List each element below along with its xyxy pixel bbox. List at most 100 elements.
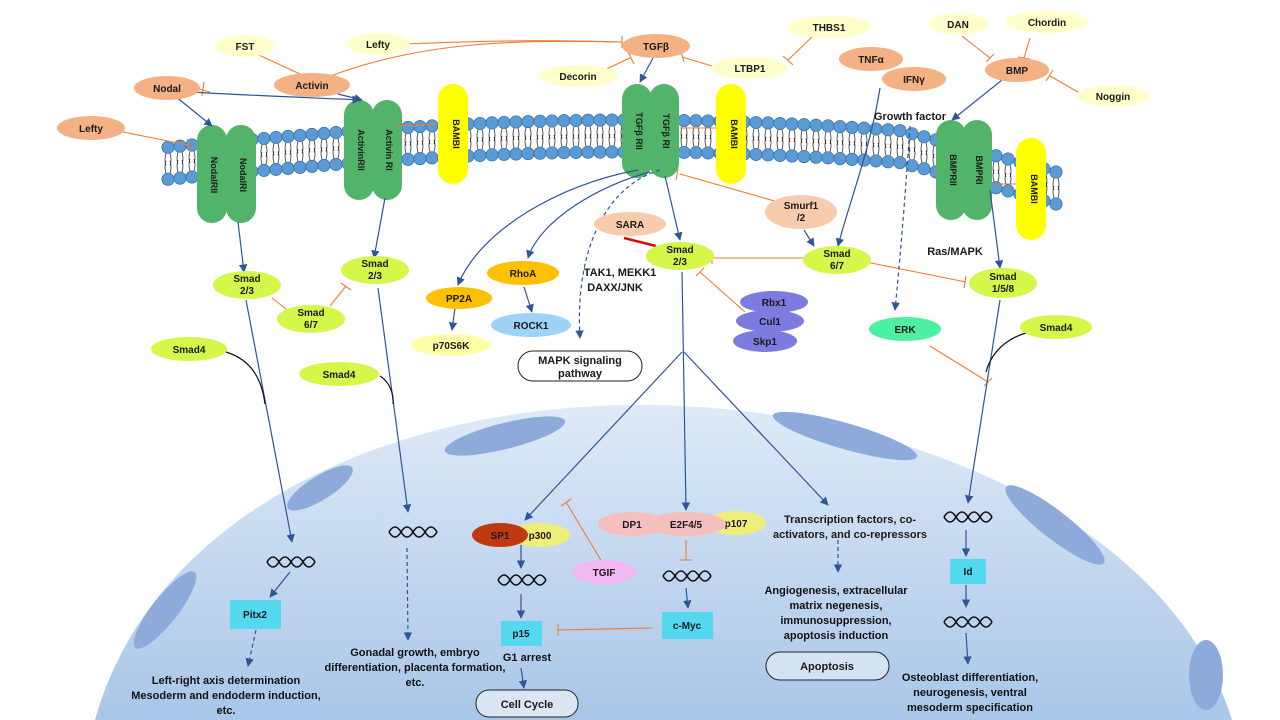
ligand-nodal: Nodal: [134, 76, 200, 100]
lipid-head: [809, 150, 823, 164]
ligand-dan: DAN: [928, 13, 988, 35]
lipid-head: [521, 147, 535, 161]
lipid-tail: [260, 144, 268, 165]
lipid-head: [833, 120, 847, 134]
lipid-head: [185, 170, 199, 184]
lipid-head: [1001, 152, 1015, 166]
ligand-label: Noggin: [1096, 92, 1130, 103]
ligand-label: DAN: [947, 20, 969, 31]
erk-node: ERK: [869, 317, 941, 341]
cmyc-box: c-Myc: [662, 612, 713, 639]
ligand-label: BMP: [1006, 66, 1029, 77]
lipid-tail: [428, 131, 436, 153]
outcome-line: neurogenesis, ventral: [913, 687, 1027, 699]
ligand-activin: Activin: [274, 73, 350, 97]
lipid-head: [869, 154, 883, 168]
dna-helix: [943, 616, 993, 628]
lipid-tail: [752, 128, 760, 149]
lipid-tail: [476, 129, 484, 150]
lipid-tail: [296, 141, 304, 162]
bambi-1: BAMBI: [438, 84, 468, 184]
lipid-head: [269, 162, 283, 176]
lipid-head: [329, 125, 343, 139]
receptor-activin: ActivinRII Activin RI: [344, 100, 402, 200]
dp1-node: DP1: [598, 512, 666, 536]
lipid-head: [293, 160, 307, 174]
node-label: E2F4/5: [670, 520, 703, 531]
e2f45-node: E2F4/5: [646, 512, 726, 536]
node-label: Smad: [361, 259, 388, 270]
lipid-head: [569, 145, 583, 159]
dna-helix: [943, 511, 993, 523]
node-label: DP1: [622, 520, 642, 531]
lipid-tail: [308, 140, 316, 161]
lipid-head: [821, 151, 835, 165]
node-label: pathway: [558, 368, 603, 380]
lipid-head: [881, 155, 895, 169]
ligand-lefty-top: Lefty: [346, 33, 410, 55]
lipid-tail: [872, 134, 880, 156]
ligand-label: FST: [236, 42, 255, 53]
lipid-head: [761, 148, 775, 162]
lipid-tail: [992, 161, 1000, 182]
lipid-tail: [848, 133, 856, 154]
dna-helix: [497, 574, 547, 586]
lipid-head: [845, 120, 859, 134]
lipid-head: [497, 147, 511, 161]
lipid-head: [701, 114, 715, 128]
smad23-tgfb: Smad 2/3: [646, 242, 714, 270]
ligand-label: Decorin: [559, 72, 596, 83]
ligand-bmp: BMP: [985, 58, 1049, 82]
lipid-head: [317, 126, 331, 140]
smad158: Smad 1/5/8: [969, 268, 1037, 298]
lipid-tail: [404, 133, 412, 154]
lipid-tail: [884, 135, 892, 156]
nuclear-pores: [133, 411, 1223, 710]
receptor-nodal: NodalRII NodalRI: [197, 125, 256, 223]
node-label: Apoptosis: [800, 661, 854, 673]
receptor-label: ActivinRII: [356, 129, 366, 171]
lipid-head: [773, 148, 787, 162]
receptor-bmp: BMPRII BMPRI: [936, 120, 992, 220]
ligand-label: TNFα: [858, 55, 884, 66]
node-label: p15: [512, 629, 530, 640]
lipid-tail: [332, 138, 340, 159]
ligand-label: Activin: [295, 81, 328, 92]
ubiquitin-complex: Rbx1 Cul1 Skp1: [733, 291, 808, 352]
lipid-tail: [836, 132, 844, 153]
rock1-node: ROCK1: [491, 313, 571, 337]
receptor-tgfb: TGFβ RII TGFβ RI: [622, 84, 679, 178]
ligand-lefty-left: Lefty: [57, 116, 125, 140]
lipid-tail: [188, 150, 196, 172]
ligand-label: THBS1: [813, 23, 846, 34]
smad4-b: Smad4: [299, 362, 379, 386]
node-label: Smad4: [323, 370, 356, 381]
node-label: Id: [964, 567, 973, 578]
lipid-head: [281, 161, 295, 175]
lipid-head: [857, 121, 871, 135]
lipid-head: [173, 171, 187, 185]
lipid-head: [401, 120, 415, 134]
sp1-node: SP1: [472, 523, 528, 547]
smad67-left: Smad 6/7: [277, 305, 345, 333]
cell-membrane: [161, 113, 1063, 211]
lipid-head: [1049, 197, 1063, 211]
smad23-nodal: Smad 2/3: [213, 271, 281, 299]
pp2a-node: PP2A: [426, 287, 492, 309]
lipid-head: [473, 148, 487, 162]
lipid-tail: [164, 153, 172, 174]
outcome-line: immunosuppression,: [780, 615, 891, 627]
lipid-head: [1001, 184, 1015, 198]
apoptosis-box: Apoptosis: [765, 651, 890, 681]
p70s6k-node: p70S6K: [411, 334, 491, 356]
lipid-tail: [512, 127, 520, 149]
lipid-head: [773, 116, 787, 130]
lipid-head: [305, 159, 319, 173]
ligand-thbs1: THBS1: [787, 16, 871, 38]
bambi-2: BAMBI: [716, 84, 746, 184]
tf-label: activators, and co-repressors: [773, 529, 927, 541]
tak1-label: TAK1, MEKK1: [584, 267, 657, 279]
lipid-head: [509, 147, 523, 161]
lipid-tail: [608, 125, 616, 147]
lipid-head: [785, 149, 799, 163]
